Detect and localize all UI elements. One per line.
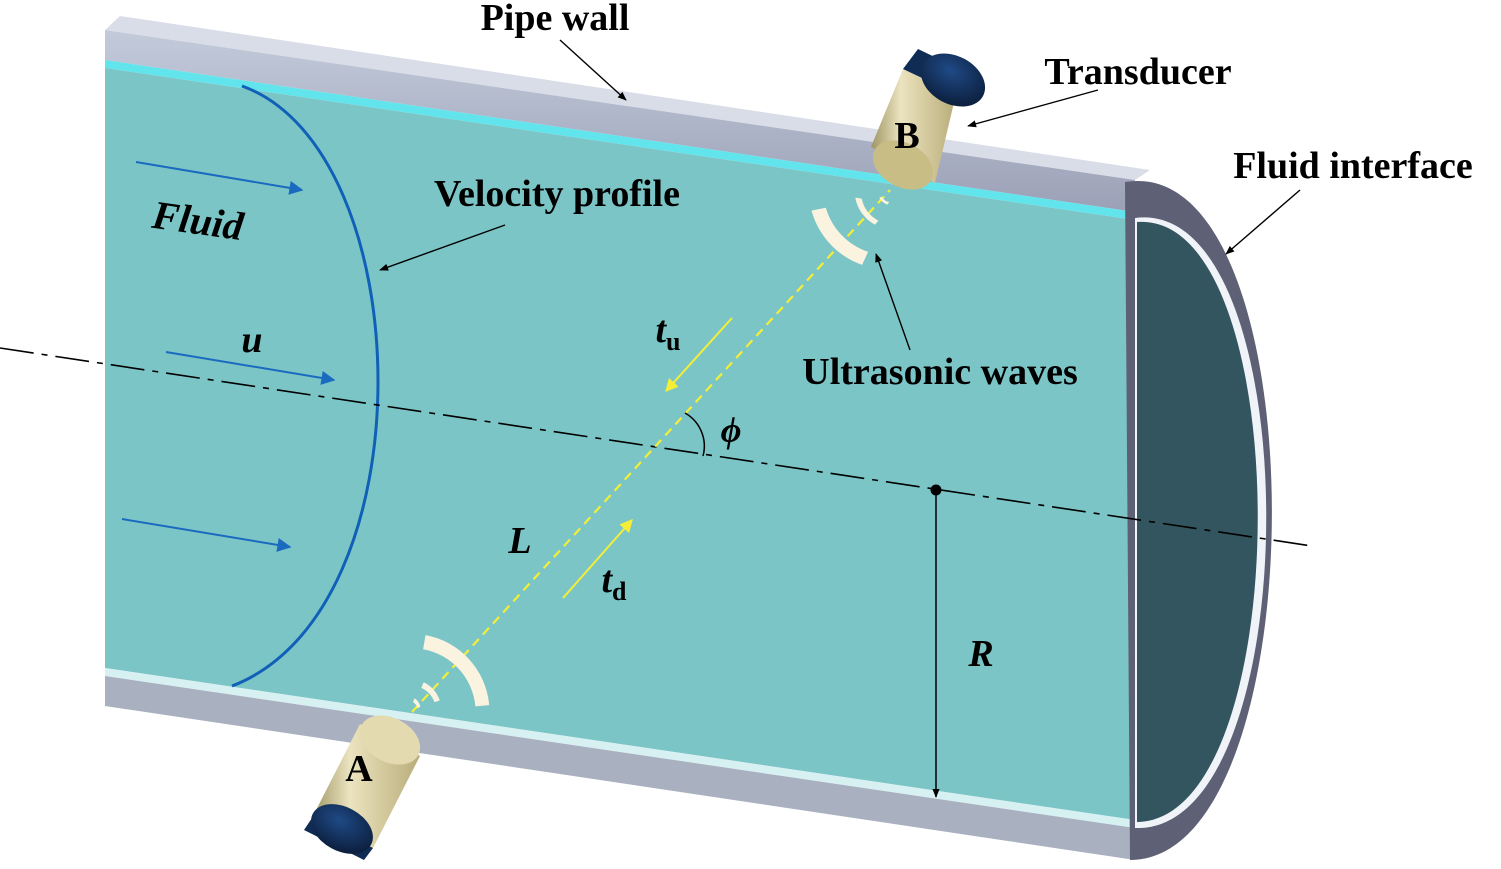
upstream-time-label: tu — [655, 309, 680, 356]
fluid-interface — [1125, 180, 1272, 860]
ultrasonic-waves-label: Ultrasonic waves — [802, 351, 1077, 393]
velocity-profile-leader — [379, 224, 506, 271]
ultrasonic-waves-leader — [875, 253, 911, 351]
velocity-profile-curve — [231, 84, 380, 688]
downstream-time-subscript: d — [612, 577, 627, 606]
flow-arrow — [165, 351, 336, 385]
flow-arrow — [121, 518, 292, 552]
velocity-symbol: u — [241, 319, 262, 361]
downstream-time-label: td — [601, 559, 627, 606]
transducer-b-label: B — [894, 115, 919, 157]
leader-lines — [379, 39, 1301, 351]
fluid-interface-label: Fluid interface — [1233, 145, 1473, 187]
upstream-time-symbol: t — [655, 309, 667, 351]
upstream-arrow — [665, 317, 733, 392]
radius-symbol: R — [967, 633, 993, 675]
flow-arrows — [121, 161, 336, 552]
pipe-wall-leader — [559, 39, 627, 101]
pipe-wall-lower — [105, 668, 1135, 860]
velocity-profile-label: Velocity profile — [434, 173, 680, 215]
angle-arc — [684, 412, 706, 457]
transducer-a-label: A — [345, 748, 373, 790]
ultrasonic-waves-a — [413, 635, 490, 709]
ultrasonic-path — [411, 189, 891, 713]
ultrasonic-waves-b — [811, 196, 890, 265]
path-length-symbol: L — [507, 520, 531, 562]
upstream-time-subscript: u — [666, 327, 680, 356]
fluid-interface-leader — [1225, 189, 1301, 255]
transducer-leader — [967, 89, 1099, 128]
axis-center-point — [930, 484, 942, 496]
transducer-a — [304, 715, 421, 860]
angle-symbol: ϕ — [721, 410, 742, 450]
downstream-time-symbol: t — [601, 559, 613, 601]
transducer-b — [871, 49, 986, 190]
pipe-wall-label: Pipe wall — [481, 0, 630, 39]
flow-arrow — [135, 161, 304, 195]
transducer-label: Transducer — [1044, 51, 1231, 93]
downstream-arrow — [562, 519, 633, 599]
